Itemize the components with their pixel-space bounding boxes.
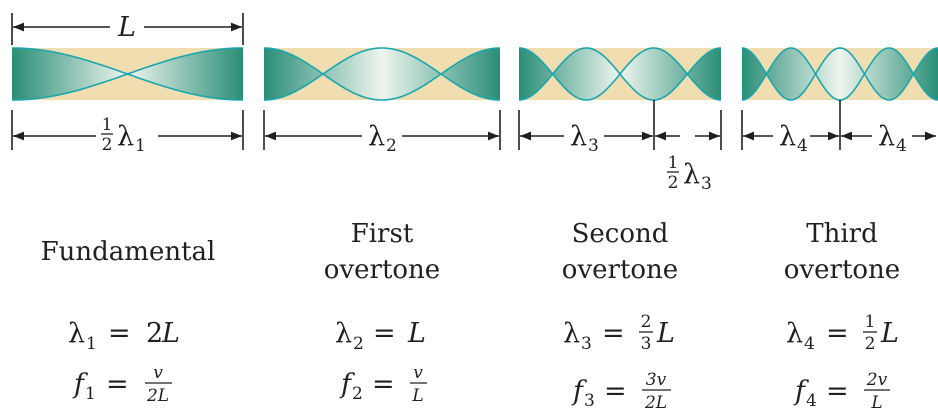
eq-rhs-den: L <box>870 393 882 413</box>
eq-rhs-den: 3 <box>641 334 652 354</box>
frequency-eq-mode3: f 3 = 3v 2L <box>571 370 671 413</box>
eq-equals: = <box>108 318 131 349</box>
lambda-subscript: 3 <box>588 136 599 156</box>
eq-rhs-num: 2 <box>641 312 652 332</box>
length-label: L <box>117 12 136 43</box>
lambda-subscript: 4 <box>797 136 808 156</box>
eq-equals: = <box>826 318 849 349</box>
eq-equals: = <box>372 369 395 400</box>
tube-mode1 <box>12 48 243 100</box>
eq-rhs-den: 2L <box>644 393 667 413</box>
segment-labels: 1 2 λ 1 λ 2 λ 3 1 2 λ 3 λ 4 λ <box>101 115 907 194</box>
eq-rhs-den: 2 <box>865 334 876 354</box>
eq-rhs-num: v <box>153 363 163 383</box>
lambda-subscript: 2 <box>386 136 397 156</box>
eq-equals: = <box>602 318 625 349</box>
eq-equals: = <box>373 318 396 349</box>
wavelength-equations: λ 1 = 2 L λ 2 = L λ 3 = 2 3 L λ 4 = 1 <box>68 312 899 354</box>
eq-lhs-sub: 1 <box>86 334 97 354</box>
frequency-eq-mode2: f 2 = v L <box>339 363 427 406</box>
eq-lhs-sub: 1 <box>85 384 96 404</box>
eq-lhs-sub: 3 <box>584 391 595 411</box>
eq-equals: = <box>604 376 627 407</box>
mode-name-second-line2: overtone <box>562 255 678 285</box>
eq-lhs-sub: 3 <box>581 334 592 354</box>
wavelength-eq-mode4: λ 4 = 1 2 L <box>786 312 899 354</box>
eq-lhs-sub: 4 <box>804 334 815 354</box>
eq-rhs-num: 2v <box>866 370 888 390</box>
mode-name-third-line1: Third <box>806 219 877 249</box>
frequency-eq-mode4: f 4 = 2v L <box>793 370 890 413</box>
eq-lhs: λ <box>68 318 85 349</box>
lambda-symbol: λ <box>368 121 385 152</box>
lambda-subscript: 4 <box>896 136 907 156</box>
eq-rhs-den: L <box>411 386 423 406</box>
mode-name-second-line1: Second <box>572 219 669 249</box>
lambda-subscript: 3 <box>701 174 712 194</box>
fraction-numerator: 1 <box>102 115 113 135</box>
segment-label-mode2: λ 2 <box>368 121 397 156</box>
eq-rhs-num: 1 <box>865 312 876 332</box>
mode-name-fundamental: Fundamental <box>41 237 216 267</box>
segment-label-mode3: λ 3 <box>570 121 599 156</box>
lambda-symbol: λ <box>683 159 700 190</box>
eq-lhs: λ <box>786 318 803 349</box>
eq-lhs-sub: 2 <box>352 384 363 404</box>
eq-rhs-var: L <box>880 318 899 349</box>
fraction-numerator: 1 <box>668 153 679 173</box>
fraction-denominator: 2 <box>668 173 679 193</box>
lambda-symbol: λ <box>779 121 796 152</box>
tubes <box>12 48 938 100</box>
eq-rhs-var: L <box>407 318 426 349</box>
eq-rhs-den: 2L <box>146 386 169 406</box>
frequency-eq-mode1: f 1 = v 2L <box>72 363 172 406</box>
wavelength-eq-mode1: λ 1 = 2 L <box>68 318 180 354</box>
eq-lhs-sub: 2 <box>353 334 364 354</box>
length-dimension: L <box>12 12 243 45</box>
eq-rhs-num: v <box>413 363 423 383</box>
segment-label-mode4-second: λ 4 <box>878 121 907 156</box>
eq-rhs-var: L <box>656 318 675 349</box>
wavelength-eq-mode2: λ 2 = L <box>335 318 426 354</box>
eq-rhs-num: 3v <box>646 370 667 390</box>
mode-name-first-line1: First <box>351 219 414 249</box>
mode-names: Fundamental First overtone Second overto… <box>41 219 901 285</box>
tube-mode3 <box>519 48 721 100</box>
eq-rhs-var: L <box>161 318 180 349</box>
eq-rhs-coef: 2 <box>146 318 163 349</box>
eq-lhs: λ <box>563 318 580 349</box>
lambda-symbol: λ <box>878 121 895 152</box>
tube-mode4 <box>742 48 938 100</box>
fraction-denominator: 2 <box>102 135 113 155</box>
segment-label-mode4-first: λ 4 <box>779 121 808 156</box>
lambda-subscript: 1 <box>135 136 146 156</box>
eq-equals: = <box>106 369 129 400</box>
mode-name-third-line2: overtone <box>784 255 900 285</box>
half-wavelength-label-mode3: 1 2 λ 3 <box>667 153 712 194</box>
lambda-symbol: λ <box>117 121 134 152</box>
frequency-equations: f 1 = v 2L f 2 = v L f 3 = 3v 2L f 4 <box>72 363 890 413</box>
eq-lhs-sub: 4 <box>806 391 817 411</box>
eq-equals: = <box>826 376 849 407</box>
segment-label-mode1: 1 2 λ 1 <box>101 115 146 156</box>
lambda-symbol: λ <box>570 121 587 152</box>
wavelength-eq-mode3: λ 3 = 2 3 L <box>563 312 675 354</box>
mode-name-first-line2: overtone <box>324 255 440 285</box>
eq-lhs: λ <box>335 318 352 349</box>
tube-mode2 <box>264 48 500 100</box>
